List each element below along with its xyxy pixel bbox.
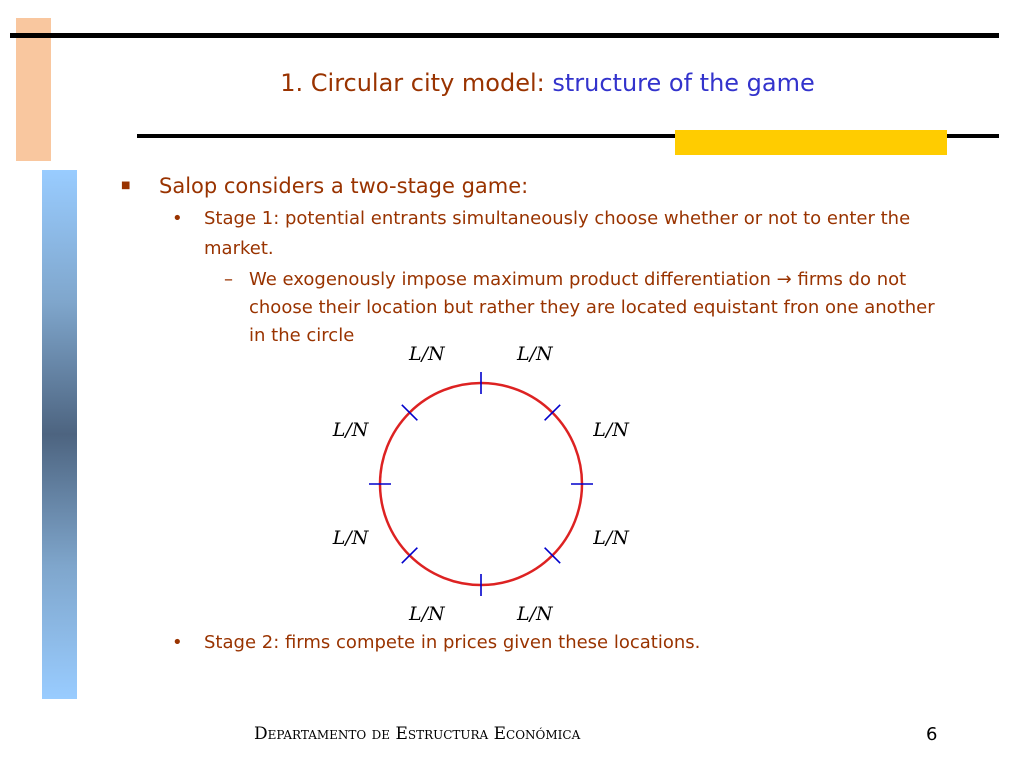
firm-location-tick [544, 404, 561, 421]
bullet-note-text: We exogenously impose maximum product di… [249, 269, 935, 346]
bullet-level1-text: Salop considers a two-stage game: [159, 174, 529, 198]
dash-bullet-icon: – [224, 269, 233, 290]
segment-length-label: L/N [409, 342, 445, 365]
dot-bullet-icon: • [172, 208, 183, 229]
square-bullet-icon: ■ [121, 180, 131, 191]
segment-length-label: L/N [409, 603, 445, 626]
firm-location-tick [401, 547, 418, 564]
decorative-yellow-bar [675, 130, 947, 155]
decorative-gradient-bar [42, 170, 77, 699]
firm-location-tick [544, 547, 561, 564]
title-rule [137, 134, 999, 138]
segment-length-label: L/N [516, 342, 553, 365]
slide-title-accent: structure of the game [552, 69, 815, 97]
circular-city-svg [369, 372, 593, 596]
firm-location-tick [401, 404, 418, 421]
segment-length-label: L/N [332, 526, 369, 549]
top-rule [10, 33, 999, 38]
decorative-orange-bar [16, 18, 51, 161]
segment-length-label: L/N [332, 419, 369, 442]
footer-page-number: 6 [926, 724, 938, 745]
footer-department: Departamento de Estructura Económica [254, 724, 581, 744]
slide-title-main: 1. Circular city model: [280, 69, 553, 97]
segment-length-label: L/N [593, 419, 629, 442]
segment-length-label: L/N [593, 526, 629, 549]
segment-length-label: L/N [516, 603, 553, 626]
dot-bullet-icon: • [172, 632, 183, 653]
bullet-stage2-text: Stage 2: firms compete in prices given t… [204, 632, 701, 653]
bullet-stage1-text: Stage 1: potential entrants simultaneous… [204, 208, 911, 259]
circular-city-diagram: L/N L/N L/N L/N L/N L/N L/N L/N [320, 343, 650, 626]
slide-title: 1. Circular city model: structure of the… [150, 66, 945, 100]
